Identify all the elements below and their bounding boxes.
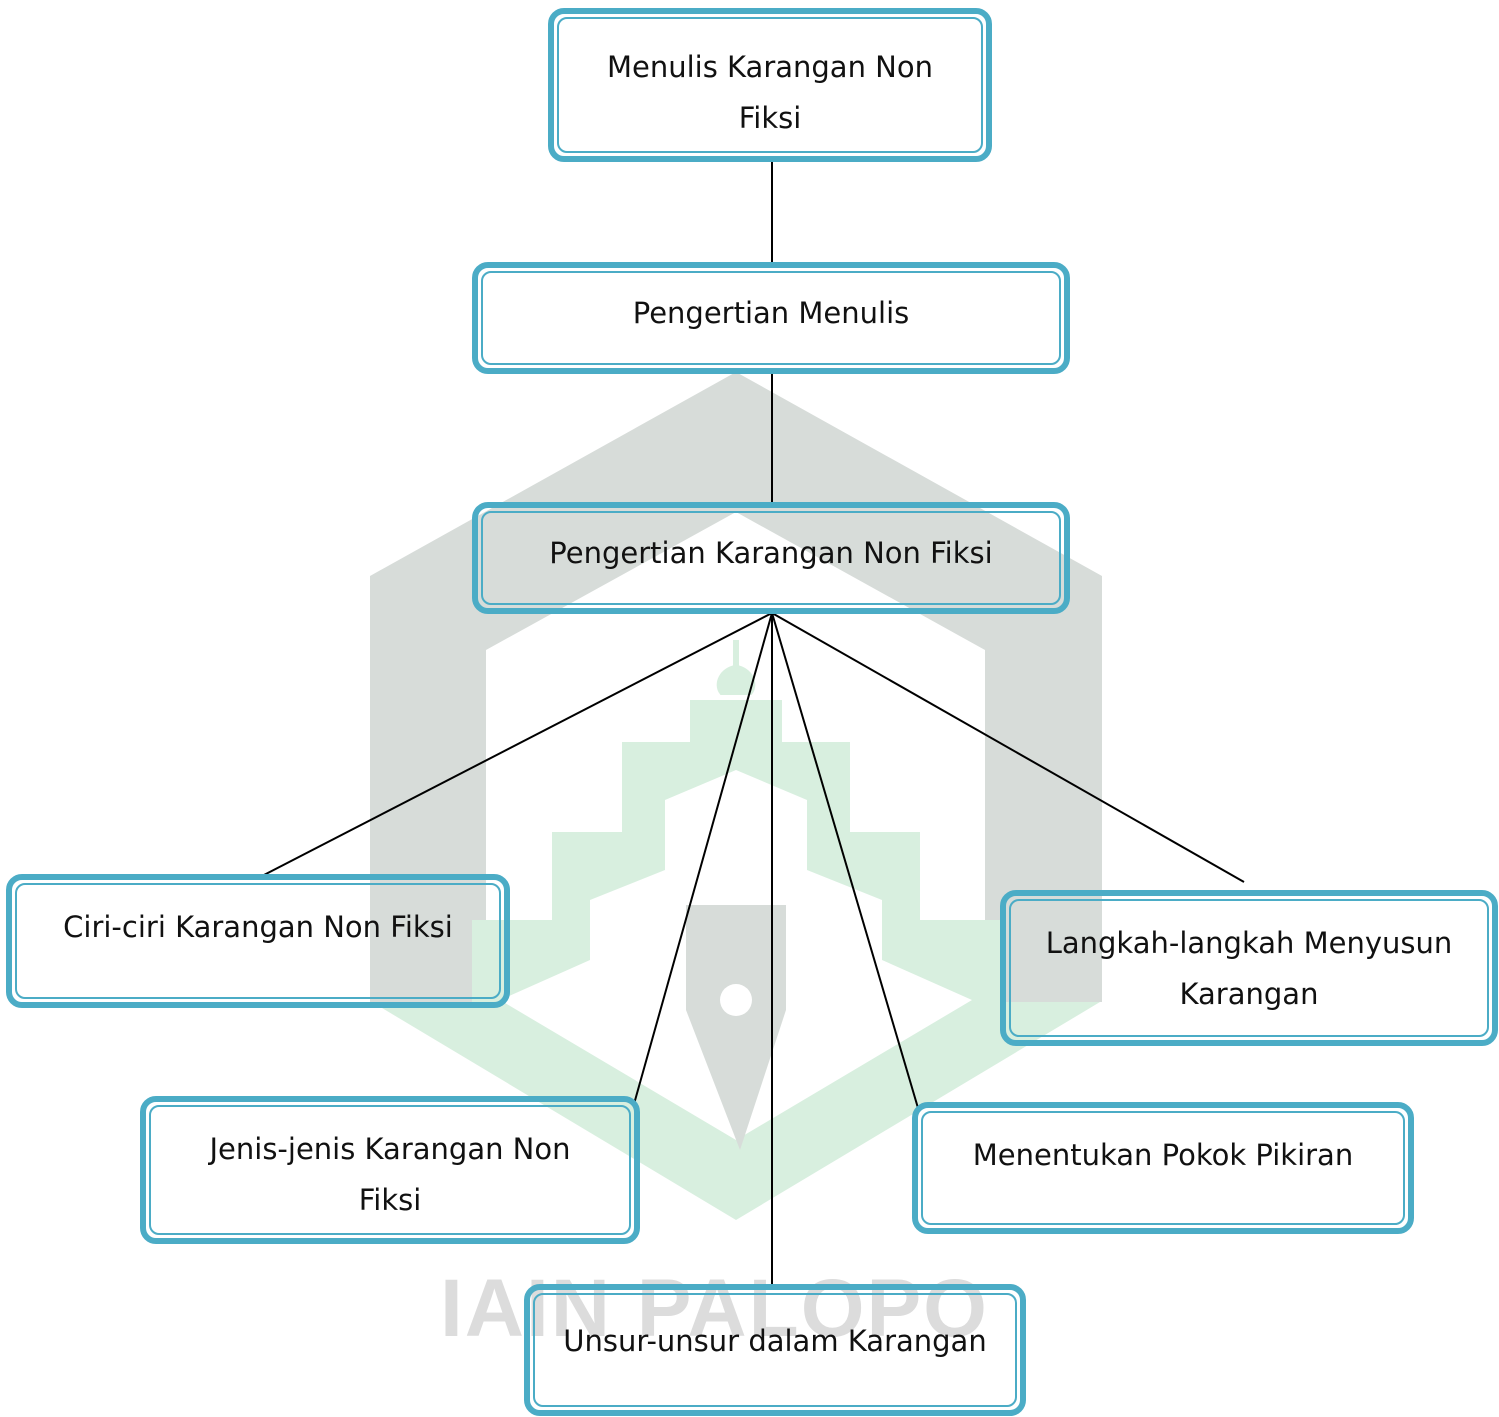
node-jenis-jenis: Jenis-jenis Karangan Non Fiksi [140,1096,640,1244]
node-pokok-pikiran: Menentukan Pokok Pikiran [912,1102,1414,1234]
node-langkah-langkah-label: Langkah-langkah Menyusun Karangan [1045,926,1453,1011]
node-pengertian-menulis-label: Pengertian Menulis [632,296,910,330]
node-ciri-ciri: Ciri-ciri Karangan Non Fiksi [6,874,510,1008]
connector-to-pokok [771,612,919,1109]
node-pengertian-karangan: Pengertian Karangan Non Fiksi [472,502,1070,614]
node-unsur-unsur-label: Unsur-unsur dalam Karangan [563,1324,987,1358]
node-langkah-langkah: Langkah-langkah Menyusun Karangan [1000,890,1498,1046]
connector-to-jenis [633,612,773,1105]
node-root: Menulis Karangan Non Fiksi [548,8,992,162]
connector-to-langkah [771,612,1245,883]
node-pokok-pikiran-label: Menentukan Pokok Pikiran [972,1138,1354,1172]
node-jenis-jenis-label: Jenis-jenis Karangan Non Fiksi [209,1132,571,1217]
node-pengertian-karangan-label: Pengertian Karangan Non Fiksi [549,536,993,570]
node-ciri-ciri-label: Ciri-ciri Karangan Non Fiksi [63,910,453,944]
watermark-text: IAIN PALOPO [440,1263,989,1354]
node-root-label: Menulis Karangan Non Fiksi [606,50,933,135]
node-pengertian-menulis: Pengertian Menulis [472,262,1070,374]
node-unsur-unsur: Unsur-unsur dalam Karangan [524,1284,1026,1416]
connector-to-ciri [261,612,773,877]
